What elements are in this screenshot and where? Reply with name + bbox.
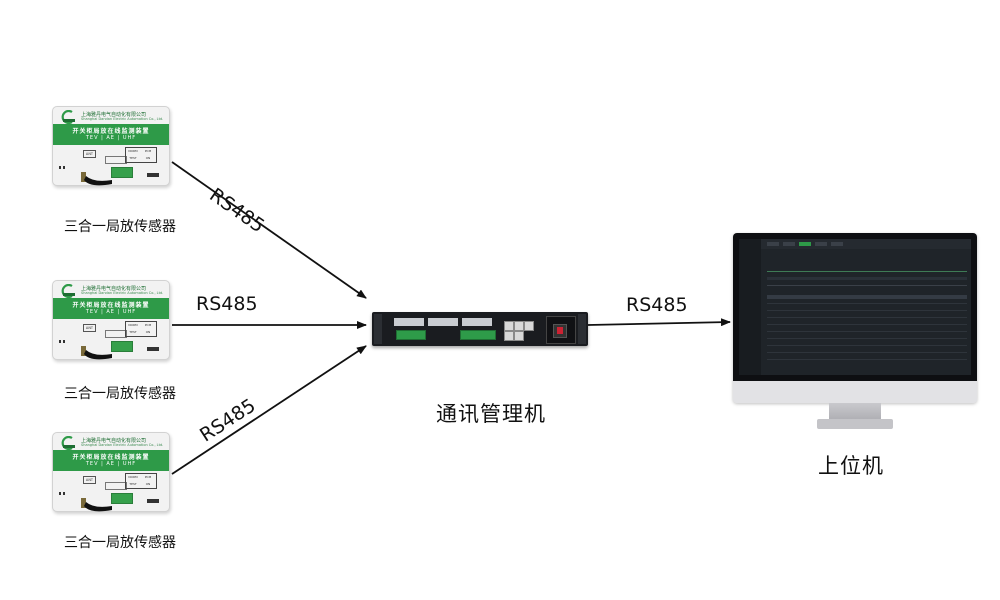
rack-front-panel (372, 312, 588, 346)
sensor-status-table: NORM PCM TEST ON (125, 147, 157, 163)
sensor-label-2: 三合一局放传感器 (64, 386, 176, 402)
sensor-device-3: 上海雅丹电气自动化有限公司 Shanghai Dandan Electric A… (52, 432, 170, 514)
company-logo-icon (61, 284, 75, 298)
arrow-sensor3-to-hub (171, 345, 367, 475)
antenna-icon (81, 346, 112, 360)
sensor-company-name-en: Shanghai Dandan Electric Automation Co.,… (81, 117, 164, 121)
sensor-usb-port (147, 347, 159, 351)
sensor-body: 上海雅丹电气自动化有限公司 Shanghai Dandan Electric A… (52, 280, 170, 360)
sensor-label-1: 三合一局放传感器 (64, 219, 176, 235)
monitor-foot (817, 419, 893, 429)
sensor-title-band: 开关柜局放在线监测装置 TEV | AE | UHF (53, 124, 169, 145)
ethernet-port (504, 331, 514, 341)
hub-label: 通讯管理机 (436, 402, 546, 426)
monitor-bezel (733, 233, 977, 381)
sensor-title-band: 开关柜局放在线监测装置 TEV | AE | UHF (53, 298, 169, 319)
monitor-neck (829, 403, 881, 419)
sensor-ant-label: ANT (83, 150, 96, 158)
sensor-company-name: 上海雅丹电气自动化有限公司 (81, 286, 147, 292)
sensor-title: 开关柜局放在线监测装置 (72, 128, 150, 135)
antenna-icon (81, 498, 112, 512)
sensor-usb-port (147, 499, 159, 503)
sensor-leds (59, 480, 67, 499)
screen-topbar (761, 239, 971, 249)
sensor-body: 上海雅丹电气自动化有限公司 Shanghai Dandan Electric A… (52, 106, 170, 186)
sensor-subtitle: TEV | AE | UHF (85, 135, 137, 141)
sensor-status-table: NORM PCM TEST ON (125, 473, 157, 489)
monitor-frame (733, 233, 977, 403)
sensor-terminal-block (111, 167, 133, 178)
arrow-sensor1-to-hub (171, 161, 367, 299)
ethernet-port (504, 321, 514, 331)
sensor-terminal-block (111, 493, 133, 504)
ethernet-port (514, 331, 524, 341)
host-label: 上位机 (818, 454, 884, 478)
sensor-device-1: 上海雅丹电气自动化有限公司 Shanghai Dandan Electric A… (52, 106, 170, 188)
monitor-chin (733, 381, 977, 403)
sensor-port-block (105, 156, 127, 164)
sensor-ant-label: ANT (83, 476, 96, 484)
sensor-ant-label: ANT (83, 324, 96, 332)
antenna-icon (81, 172, 112, 186)
sensor-title: 开关柜局放在线监测装置 (72, 454, 150, 461)
sensor-leds (59, 154, 67, 173)
rack-ear-right (578, 314, 586, 344)
comm-manager-device (372, 312, 588, 348)
sensor-subtitle: TEV | AE | UHF (85, 309, 137, 315)
screen-chart-area (767, 253, 967, 286)
terminal-block (396, 330, 426, 340)
sensor-company-name-en: Shanghai Dandan Electric Automation Co.,… (81, 291, 164, 295)
monitor-screen (739, 239, 971, 375)
terminal-block (460, 330, 496, 340)
sensor-leds (59, 328, 67, 347)
sensor-label-3: 三合一局放传感器 (64, 535, 176, 551)
sensor-port-block (105, 482, 127, 490)
power-switch-icon (553, 324, 567, 338)
screen-sidebar (739, 239, 761, 375)
sensor-company-name: 上海雅丹电气自动化有限公司 (81, 112, 147, 118)
ethernet-port (524, 321, 534, 331)
rack-ear-left (374, 314, 382, 344)
host-monitor (733, 233, 977, 433)
sensor-company-name-en: Shanghai Dandan Electric Automation Co.,… (81, 443, 164, 447)
conn-label-sensor2: RS485 (196, 293, 258, 315)
sensor-terminal-block (111, 341, 133, 352)
sensor-subtitle: TEV | AE | UHF (85, 461, 137, 467)
sensor-body: 上海雅丹电气自动化有限公司 Shanghai Dandan Electric A… (52, 432, 170, 512)
sensor-device-2: 上海雅丹电气自动化有限公司 Shanghai Dandan Electric A… (52, 280, 170, 362)
sensor-status-table: NORM PCM TEST ON (125, 321, 157, 337)
sensor-title: 开关柜局放在线监测装置 (72, 302, 150, 309)
company-logo-icon (61, 110, 75, 124)
sensor-title-band: 开关柜局放在线监测装置 TEV | AE | UHF (53, 450, 169, 471)
company-logo-icon (61, 436, 75, 450)
sensor-usb-port (147, 173, 159, 177)
arrow-hub-to-host (587, 318, 731, 327)
screen-data-table (767, 295, 967, 365)
sensor-company-name: 上海雅丹电气自动化有限公司 (81, 438, 147, 444)
ethernet-port (514, 321, 524, 331)
conn-label-uplink: RS485 (626, 294, 688, 316)
sensor-port-block (105, 330, 127, 338)
